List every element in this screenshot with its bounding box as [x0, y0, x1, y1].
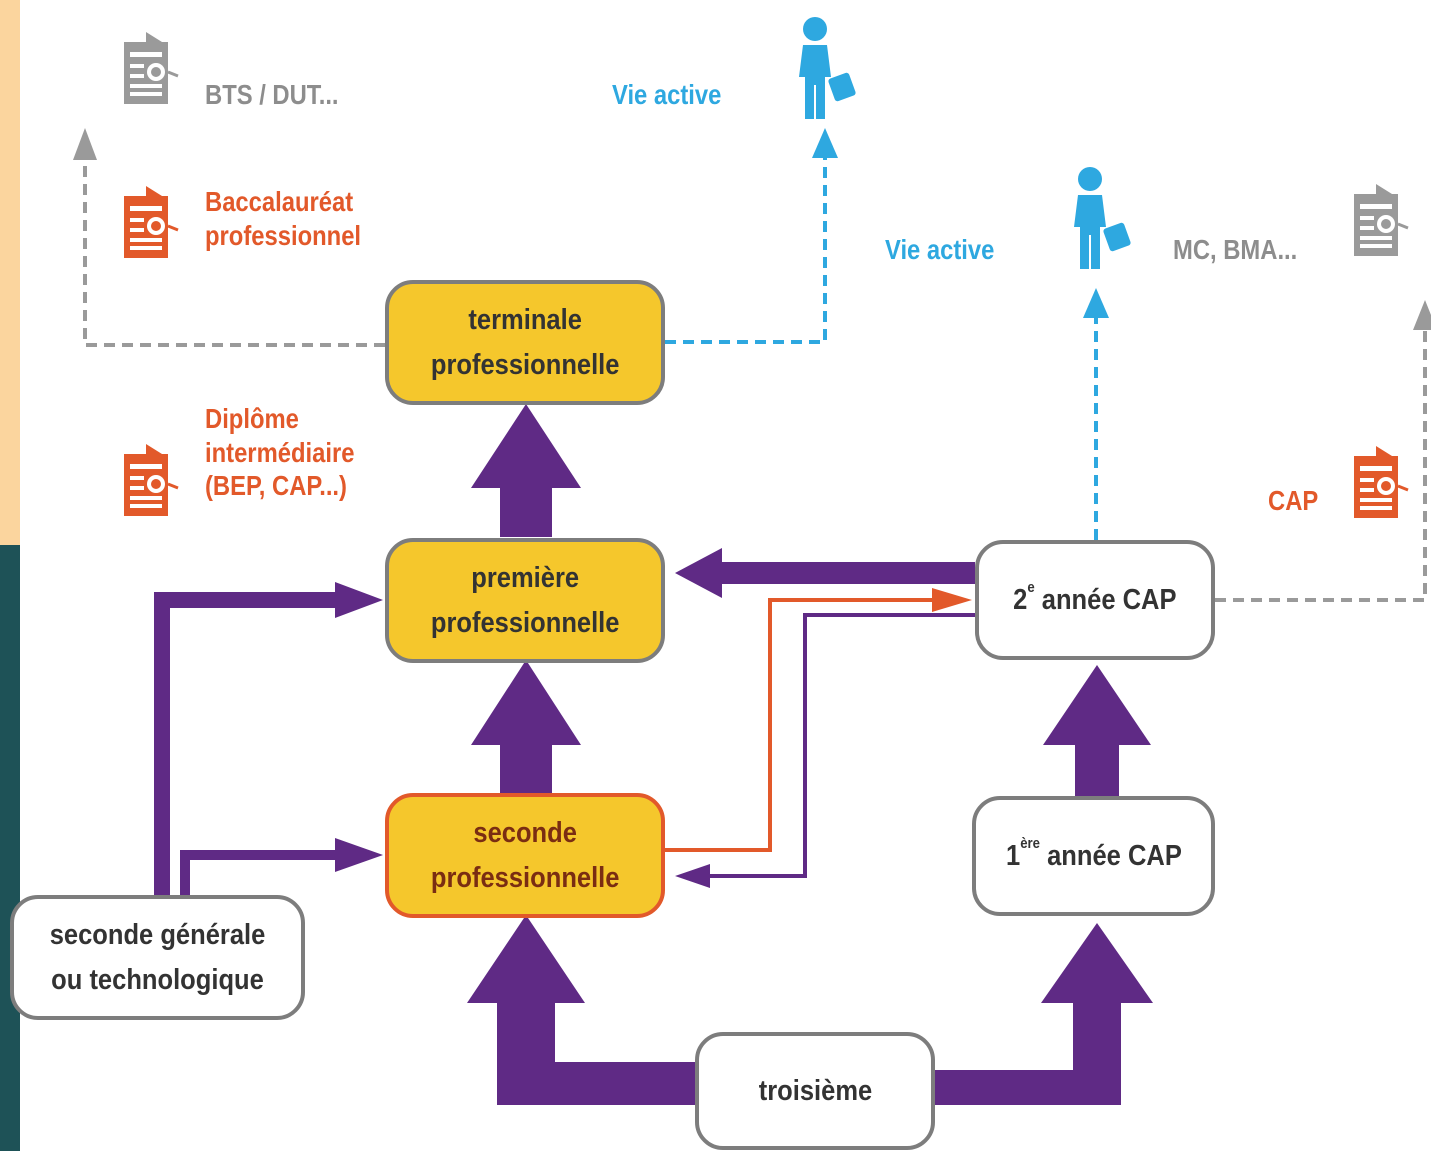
arrow-troisieme-to-seconde — [467, 915, 697, 1105]
arrow-cap1-to-cap2 — [1043, 665, 1151, 796]
certificate-icon — [1354, 446, 1409, 518]
certificate-icon — [124, 186, 179, 258]
vie-active-label-right: Vie active — [885, 234, 995, 265]
seconde-generale-box: seconde générale ou technologique — [10, 895, 305, 1020]
arrow-troisieme-to-cap1 — [935, 923, 1153, 1105]
diplome-intermediaire-label: Diplôme intermédiaire (BEP, CAP...) — [205, 403, 355, 502]
person-briefcase-icon — [1074, 167, 1131, 269]
cap-2e-annee-box: 2e année CAP — [975, 540, 1215, 660]
seconde-pro-box: seconde professionnelle — [385, 793, 665, 918]
certificate-icon — [1354, 184, 1409, 256]
certificate-icon — [124, 32, 179, 104]
troisieme-box: troisième — [695, 1032, 935, 1150]
cap-1ere-annee-box: 1ère année CAP — [972, 796, 1215, 916]
arrow-seconde-to-premiere — [471, 660, 581, 794]
path-terminale-to-vie-active — [665, 128, 838, 344]
bts-dut-label: BTS / DUT... — [205, 79, 339, 110]
bac-pro-label: Baccalauréat professionnel — [205, 186, 362, 251]
arrow-premiere-to-terminale — [471, 404, 581, 537]
arrow-seconde-to-cap2-orange — [665, 588, 972, 852]
mc-bma-label: MC, BMA... — [1173, 234, 1298, 265]
cap-label: CAP — [1268, 485, 1319, 516]
left-edge-strip-top — [0, 0, 20, 545]
arrow-seconde-gen-to-seconde — [180, 838, 383, 895]
vie-active-label-top: Vie active — [612, 79, 722, 110]
arrow-cap2-to-seconde-purple — [675, 613, 975, 888]
path-cap2-to-mc-bma — [1215, 300, 1431, 602]
certificate-icon — [124, 444, 179, 516]
terminale-pro-box: terminale professionnelle — [385, 280, 665, 405]
path-cap2-to-vie-active — [1083, 288, 1109, 540]
arrow-cap2-to-premiere — [675, 548, 975, 598]
path-terminale-to-bts — [73, 128, 385, 347]
arrow-seconde-gen-to-premiere — [154, 582, 383, 895]
person-briefcase-icon — [799, 17, 856, 119]
premiere-pro-box: première professionnelle — [385, 538, 665, 663]
